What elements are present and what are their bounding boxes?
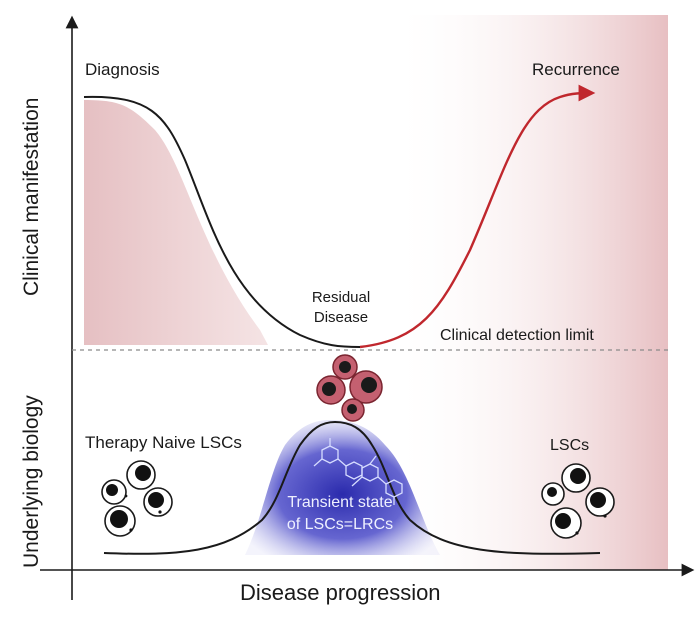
residual-disease-label: Residual Disease xyxy=(296,288,386,328)
lscs-label: LSCs xyxy=(550,437,590,454)
residual-label-line2: Disease xyxy=(313,309,369,326)
therapy-naive-cell-cluster xyxy=(101,460,173,537)
transient-state-label: Transient state of LSCs=LRCs xyxy=(270,492,410,536)
y-axis-upper-label: Clinical manifestation xyxy=(20,97,43,296)
diagnosis-label: Diagnosis xyxy=(85,60,160,79)
transient-state-region xyxy=(245,420,440,555)
therapy-naive-label: Therapy Naive LSCs xyxy=(85,433,242,452)
clinical-curve xyxy=(83,95,361,348)
molecule-structure-right xyxy=(351,455,403,505)
recurrence-curve xyxy=(359,84,596,349)
residual-label-line1: Residual xyxy=(311,289,371,306)
lsc-cell-cluster xyxy=(541,463,615,539)
recurrence-shading xyxy=(390,15,668,570)
biology-curve xyxy=(103,420,601,555)
recurrence-label: Recurrence xyxy=(532,60,620,79)
residual-cell-cluster xyxy=(316,354,383,422)
y-axis-lower-label: Underlying biology xyxy=(20,395,43,568)
transient-label-line2: of LSCs=LRCs xyxy=(286,516,394,533)
transient-label-line1: Transient state xyxy=(287,494,393,511)
diagnosis-shading xyxy=(84,100,268,345)
x-axis-label: Disease progression xyxy=(240,580,441,605)
detection-limit-label: Clinical detection limit xyxy=(440,327,594,344)
